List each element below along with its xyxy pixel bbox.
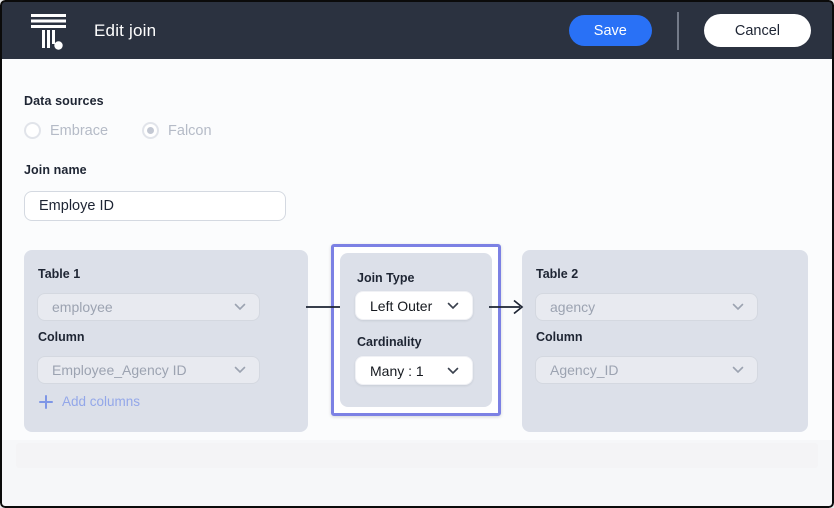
add-columns-button[interactable]: Add columns: [39, 394, 140, 409]
join-type-value: Left Outer: [370, 297, 433, 314]
page-title: Edit join: [94, 20, 157, 40]
radio-option-falcon[interactable]: Falcon: [142, 122, 212, 139]
cardinality-label: Cardinality: [357, 335, 422, 349]
table2-column-value: Agency_ID: [550, 362, 619, 378]
table1-column-dropdown[interactable]: Employee_Agency ID: [37, 356, 260, 384]
table1-column-value: Employee_Agency ID: [52, 362, 187, 378]
header-bar: Edit join Save Cancel: [2, 2, 832, 59]
join-config-box[interactable]: Join Type Left Outer Cardinality Many : …: [331, 244, 501, 416]
table1-table-value: employee: [52, 299, 113, 315]
chevron-down-icon: [234, 366, 246, 374]
join-type-label: Join Type: [357, 271, 415, 285]
thoughtspot-logo-icon: [31, 13, 66, 50]
join-config-panel: Join Type Left Outer Cardinality Many : …: [340, 253, 492, 407]
table2-panel: Table 2 agency Column Agency_ID: [522, 250, 808, 432]
table2-column-label: Column: [536, 330, 583, 344]
save-button[interactable]: Save: [568, 15, 652, 46]
table2-table-value: agency: [550, 299, 596, 315]
radio-circle-selected[interactable]: [142, 122, 160, 139]
chevron-down-icon: [732, 366, 744, 374]
plus-icon: [39, 394, 53, 409]
add-columns-label: Add columns: [62, 394, 141, 409]
footer-band: [16, 443, 818, 468]
cancel-button[interactable]: Cancel: [703, 14, 811, 47]
radio-circle-unselected[interactable]: [24, 122, 41, 139]
join-name-label: Join name: [24, 163, 87, 177]
join-type-dropdown[interactable]: Left Outer: [355, 291, 473, 320]
cardinality-value: Many : 1: [370, 362, 424, 379]
table2-title: Table 2: [536, 267, 579, 281]
table1-column-label: Column: [38, 330, 85, 344]
join-name-input[interactable]: [24, 191, 286, 221]
chevron-down-icon: [447, 367, 459, 374]
chevron-down-icon: [234, 303, 246, 311]
chevron-down-icon: [732, 303, 744, 311]
table1-table-dropdown[interactable]: employee: [37, 293, 260, 321]
cardinality-dropdown[interactable]: Many : 1: [355, 356, 473, 385]
radio-label: Embrace: [50, 122, 109, 139]
table1-title: Table 1: [38, 267, 81, 281]
table1-panel: Table 1 employee Column Employee_Agency …: [24, 250, 308, 432]
chevron-down-icon: [447, 302, 459, 309]
header-divider: [676, 11, 679, 50]
table2-column-dropdown[interactable]: Agency_ID: [535, 356, 758, 384]
data-sources-radio-group: Embrace Falcon: [24, 122, 246, 139]
radio-label: Falcon: [168, 122, 212, 139]
data-sources-label: Data sources: [24, 94, 104, 108]
radio-option-embrace[interactable]: Embrace: [24, 122, 108, 139]
table2-table-dropdown[interactable]: agency: [535, 293, 758, 321]
footer-area: [2, 440, 832, 506]
